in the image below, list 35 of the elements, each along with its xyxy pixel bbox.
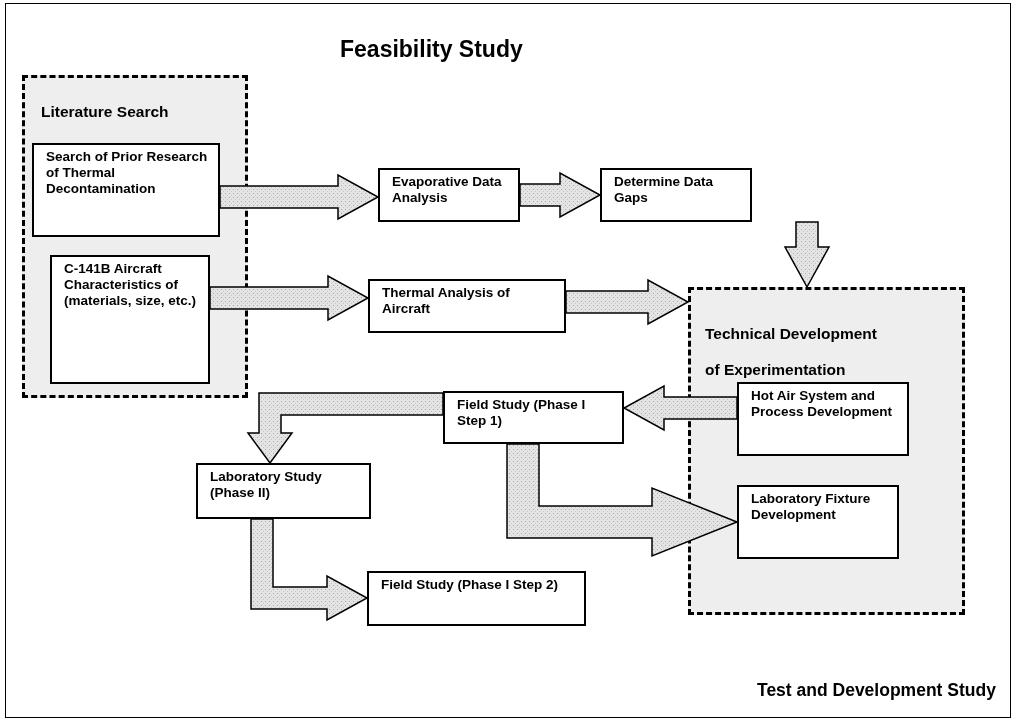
process-box	[196, 463, 371, 519]
section-title: Feasibility Study	[340, 36, 523, 63]
group-heading: Literature Search	[41, 102, 170, 122]
box-label: Hot Air System and Process Development	[751, 388, 894, 420]
process-box	[737, 485, 899, 559]
block-arrow	[250, 518, 369, 622]
process-box	[50, 255, 210, 384]
block-arrow	[783, 221, 831, 289]
dashed-group-box	[22, 75, 248, 398]
box-label: Evaporative Data Analysis	[392, 174, 503, 206]
block-arrow	[506, 443, 739, 558]
box-label: Laboratory Fixture Development	[751, 491, 872, 523]
block-arrow	[519, 171, 602, 219]
process-box	[600, 168, 752, 222]
process-box	[737, 382, 909, 456]
block-arrow	[246, 392, 444, 465]
process-box	[378, 168, 520, 222]
box-label: Laboratory Study (Phase II)	[210, 469, 323, 501]
block-arrow	[622, 384, 738, 432]
process-box	[32, 143, 220, 237]
block-arrow	[565, 278, 690, 326]
box-label: Search of Prior Research of Thermal Decontamination	[46, 149, 209, 197]
process-box	[443, 391, 624, 444]
box-label: Field Study (Phase I Step 2)	[381, 577, 560, 593]
section-title: Test and Development Study	[757, 680, 996, 701]
process-box	[367, 571, 586, 626]
block-arrow	[209, 274, 370, 322]
process-box	[368, 279, 566, 333]
box-label: Thermal Analysis of Aircraft	[382, 285, 511, 317]
dashed-group-box	[688, 287, 965, 615]
box-label: Determine Data Gaps	[614, 174, 715, 206]
box-label: C-141B Aircraft Characteristics of (materials, size, etc.)	[64, 261, 198, 309]
box-label: Field Study (Phase I Step 1)	[457, 397, 587, 429]
block-arrow	[219, 173, 380, 221]
group-heading: Technical Development of Experimentation	[705, 324, 878, 380]
